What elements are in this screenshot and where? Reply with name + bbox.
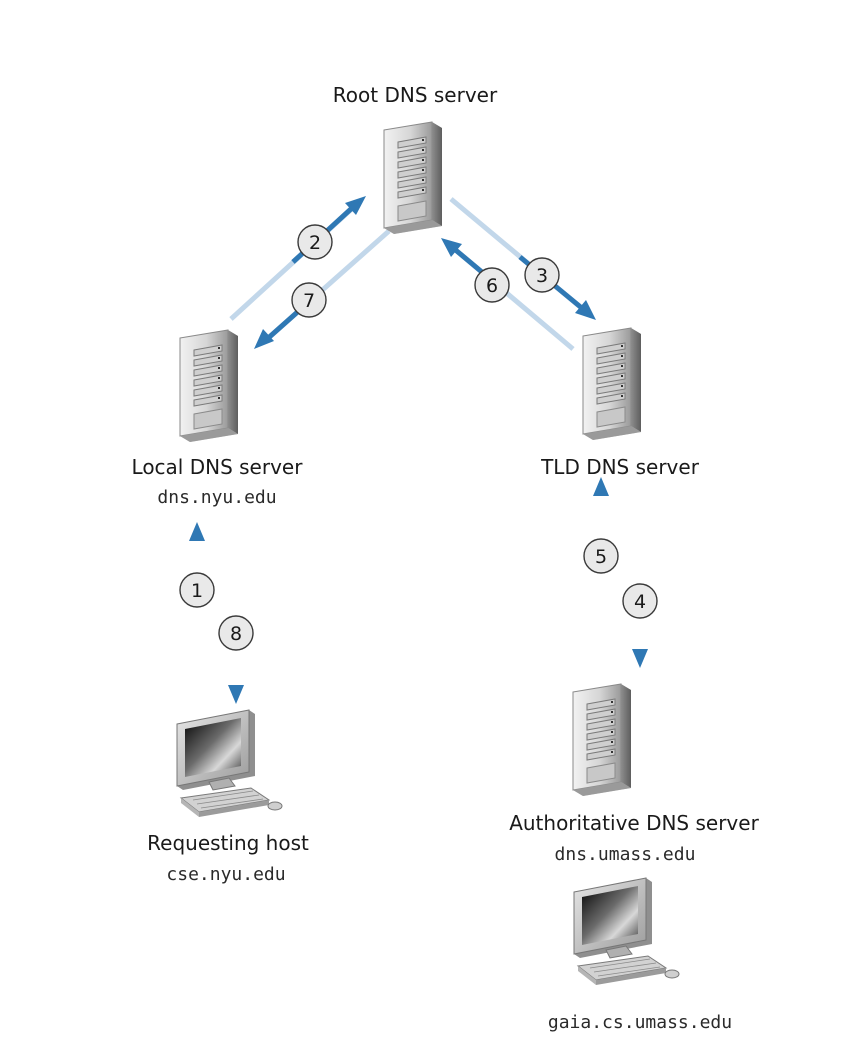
svg-text:6: 6 [486,275,498,297]
svg-text:3: 3 [536,265,548,287]
step-badge-1: 1 [179,572,215,608]
step-badge-5: 5 [583,538,619,574]
arrow-step-5 [593,477,609,674]
step-badge-8: 8 [218,615,254,651]
requesting-host-label: Requesting host [147,831,309,855]
target-host-computer-icon [573,877,680,986]
local-dns-server-hostname: dns.nyu.edu [157,487,276,508]
step-badge-6: 6 [474,267,510,303]
requesting-host-hostname: cse.nyu.edu [166,864,285,885]
svg-text:2: 2 [309,232,321,254]
tld-dns-server-label: TLD DNS server [540,455,700,479]
svg-text:4: 4 [634,591,646,613]
target-host-hostname: gaia.cs.umass.edu [548,1012,732,1033]
arrow-step-3 [449,197,596,320]
tld-dns-server-icon [582,327,642,441]
step-badge-2: 2 [297,224,333,260]
root-dns-server-icon [383,121,443,235]
svg-text:7: 7 [303,290,315,312]
step-badge-7: 7 [291,282,327,318]
arrow-step-8 [228,524,244,704]
authoritative-dns-server-label: Authoritative DNS server [509,811,759,835]
local-dns-server-icon [179,329,239,443]
svg-text:8: 8 [230,623,242,645]
step-badge-3: 3 [524,257,560,293]
authoritative-dns-server-hostname: dns.umass.edu [555,844,696,865]
step-badge-4: 4 [622,583,658,619]
local-dns-server-label: Local DNS server [132,455,304,479]
svg-text:1: 1 [191,580,203,602]
svg-text:5: 5 [595,546,607,568]
authoritative-dns-server-icon [572,683,632,797]
arrow-step-4 [632,479,648,668]
requesting-host-computer-icon [176,709,283,818]
root-dns-server-label: Root DNS server [333,83,498,107]
